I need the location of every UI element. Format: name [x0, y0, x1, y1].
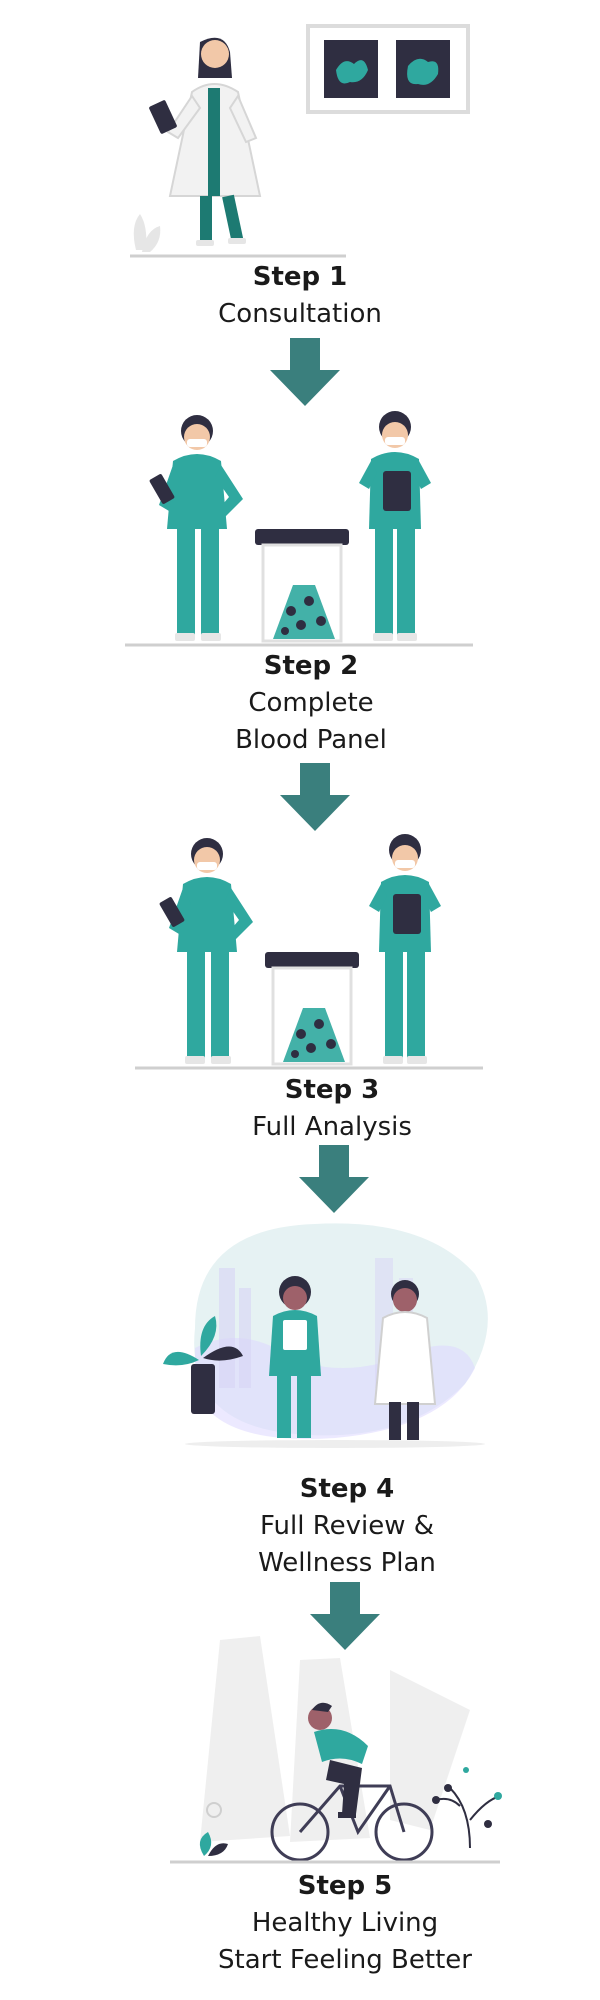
potted-plant-icon [163, 1316, 243, 1414]
xray-frame-icon [306, 24, 470, 114]
step-2-title: Step 2 [263, 651, 359, 681]
branch-icon [432, 1767, 502, 1849]
step-5-label: Step 5 Healthy Living Start Feeling Bett… [215, 1868, 475, 1979]
pill-jar-icon [255, 529, 349, 643]
blood-panel-illustration [125, 411, 473, 647]
ground-shadow [185, 1440, 485, 1448]
step-5-line-2: Start Feeling Better [218, 1945, 472, 1975]
step-2-line-2: Blood Panel [235, 725, 387, 755]
step-5-line-1: Healthy Living [251, 1908, 439, 1938]
nurse-icon [269, 1276, 321, 1438]
nurse-clipboard-icon [359, 411, 431, 641]
down-arrow-icon [310, 1582, 380, 1650]
healthy-living-illustration [170, 1636, 502, 1864]
doctor-icon [373, 1280, 437, 1440]
review-plan-illustration [163, 1223, 488, 1448]
city-background-icon [194, 1223, 488, 1439]
nurse-icon [149, 415, 243, 641]
cyclist-icon [270, 1702, 434, 1862]
pill-jar-icon [265, 952, 359, 1066]
nurse-clipboard-icon [369, 834, 441, 1064]
step-4-line-1: Full Review & [259, 1511, 435, 1541]
step-4-title: Step 4 [299, 1474, 395, 1504]
step-3-line-1: Full Analysis [252, 1112, 412, 1142]
consultation-illustration [130, 24, 470, 258]
down-arrow-icon [270, 338, 340, 406]
step-3-title: Step 3 [284, 1075, 380, 1105]
full-analysis-illustration [135, 834, 483, 1070]
doctor-icon [149, 37, 262, 246]
down-arrow-icon [299, 1145, 369, 1213]
step-4-line-2: Wellness Plan [258, 1548, 436, 1578]
plant-icon [133, 214, 161, 252]
down-arrow-icon [280, 763, 350, 831]
step-5-title: Step 5 [297, 1871, 393, 1901]
step-1-label: Step 1 Consultation [170, 259, 430, 333]
step-3-label: Step 3 Full Analysis [202, 1072, 462, 1146]
small-plant-icon [199, 1802, 228, 1856]
step-1-line-1: Consultation [218, 299, 382, 329]
nurse-icon [159, 838, 253, 1064]
step-1-title: Step 1 [252, 262, 348, 292]
step-2-line-1: Complete [248, 688, 374, 718]
step-4-label: Step 4 Full Review & Wellness Plan [217, 1471, 477, 1582]
step-2-label: Step 2 Complete Blood Panel [181, 648, 441, 759]
